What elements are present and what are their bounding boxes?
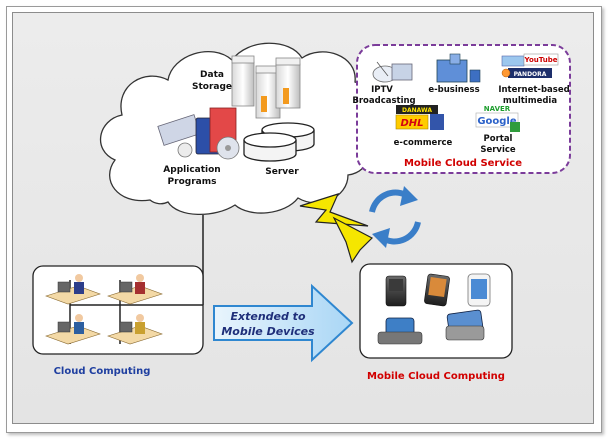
- portal-logos-icon: NAVER Google: [475, 105, 520, 132]
- workstation-user-icon: [45, 314, 101, 345]
- mobile-cloud-computing-label: Mobile Cloud Computing: [367, 371, 505, 382]
- application-programs-label-line1: Application: [163, 165, 220, 175]
- extended-arrow: [213, 283, 354, 363]
- youtube-logo-text: YouTube: [524, 56, 558, 64]
- smartphone-icon: [467, 273, 491, 307]
- arrow-label-line2: Mobile Devices: [221, 325, 315, 338]
- portal-label-line1: Portal: [484, 134, 513, 144]
- internet-multimedia-label-line2: multimedia: [503, 96, 557, 106]
- slider-phone-icon: [445, 309, 485, 341]
- data-storage-label-line1: Data: [200, 70, 224, 80]
- database-disk-icon: [243, 122, 315, 162]
- naver-logo-text: NAVER: [484, 105, 511, 113]
- iptv-label-line1: IPTV: [371, 85, 393, 95]
- ecommerce-label: e-commerce: [394, 138, 453, 148]
- sync-arrows-icon: [369, 186, 421, 248]
- smartphone-icon: [385, 275, 407, 307]
- workstation-user-icon: [45, 274, 101, 305]
- lightning-bolt-icon: [299, 193, 369, 227]
- tablet-device-icon: [377, 317, 423, 345]
- lightning-bolt-lower-icon: [332, 216, 374, 264]
- ecommerce-logos-icon: DANAWA DHL: [395, 105, 444, 130]
- portal-label-line2: Service: [480, 145, 516, 155]
- google-logo-text: Google: [477, 116, 517, 127]
- iptv-label-line2: Broadcasting: [352, 96, 415, 106]
- application-programs-label-line2: Programs: [168, 177, 217, 187]
- internet-multimedia-label-line1: Internet-based: [498, 85, 569, 95]
- cloud-computing-label: Cloud Computing: [54, 366, 151, 377]
- smartphone-icon: [424, 273, 450, 307]
- cloud-shape: [99, 42, 375, 216]
- workstation-user-icon: [107, 274, 163, 305]
- server-rack-icon: [231, 55, 301, 119]
- internet-multimedia-logos-icon: YouTube PANDORA: [501, 53, 559, 78]
- iptv-satellite-icon: [372, 61, 413, 83]
- application-programs-icon: [157, 107, 240, 160]
- ebusiness-building-icon: [436, 53, 481, 83]
- workstation-user-icon: [107, 314, 163, 345]
- pandora-logo-text: PANDORA: [514, 71, 547, 78]
- ebusiness-label: e-business: [428, 85, 479, 95]
- danawa-logo-text: DANAWA: [402, 107, 432, 114]
- dhl-logo-text: DHL: [400, 118, 423, 129]
- server-label: Server: [265, 167, 299, 177]
- arrow-label-line1: Extended to: [230, 310, 305, 323]
- mobile-cloud-service-title: Mobile Cloud Service: [404, 158, 522, 169]
- data-storage-label-line2: Storage: [192, 82, 232, 92]
